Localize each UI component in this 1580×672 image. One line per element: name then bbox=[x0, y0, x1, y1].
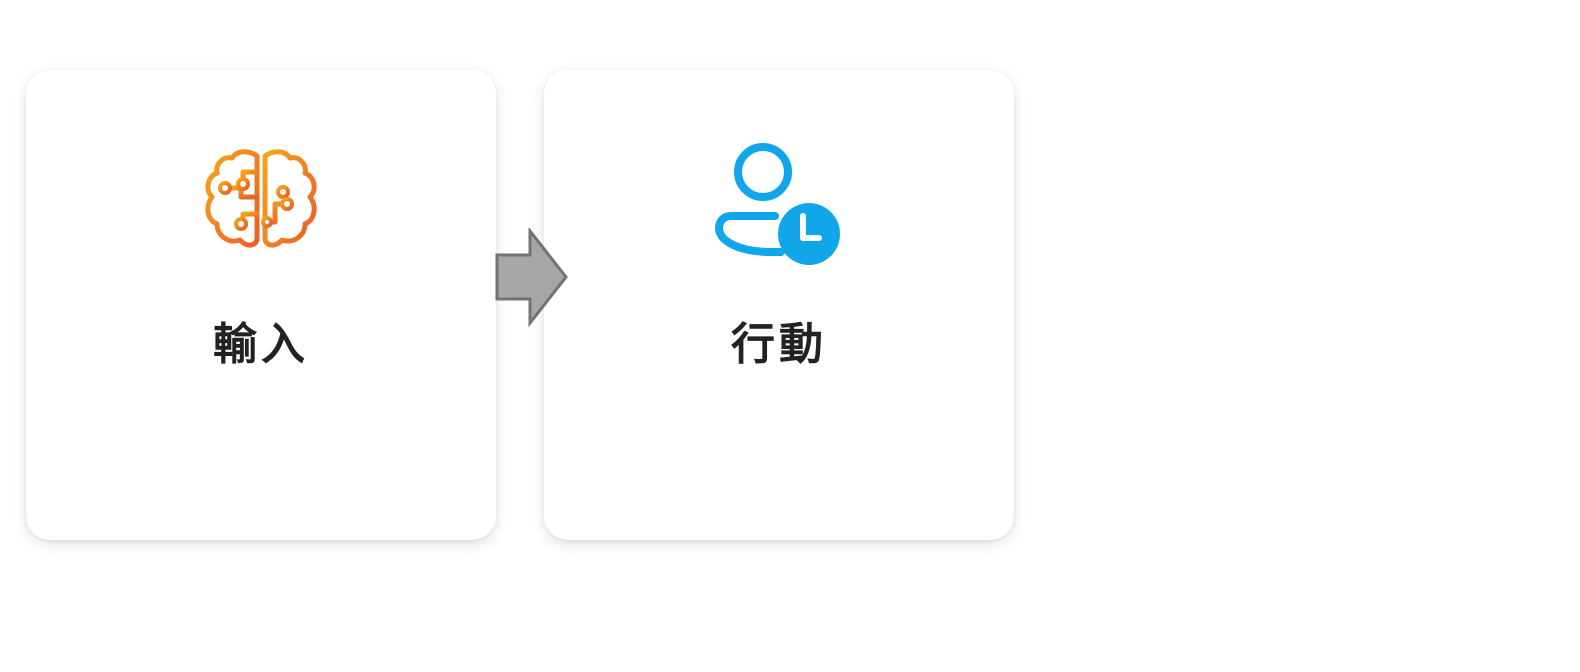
step-card-action: 行動 bbox=[544, 70, 1014, 540]
step-label: 輸入 bbox=[213, 319, 309, 370]
step-card-input: 輸入 bbox=[26, 70, 496, 540]
brain-circuit-icon bbox=[197, 142, 325, 270]
right-arrow-icon bbox=[494, 228, 570, 328]
user-clock-icon bbox=[715, 142, 843, 270]
step-label: 行動 bbox=[731, 319, 827, 370]
